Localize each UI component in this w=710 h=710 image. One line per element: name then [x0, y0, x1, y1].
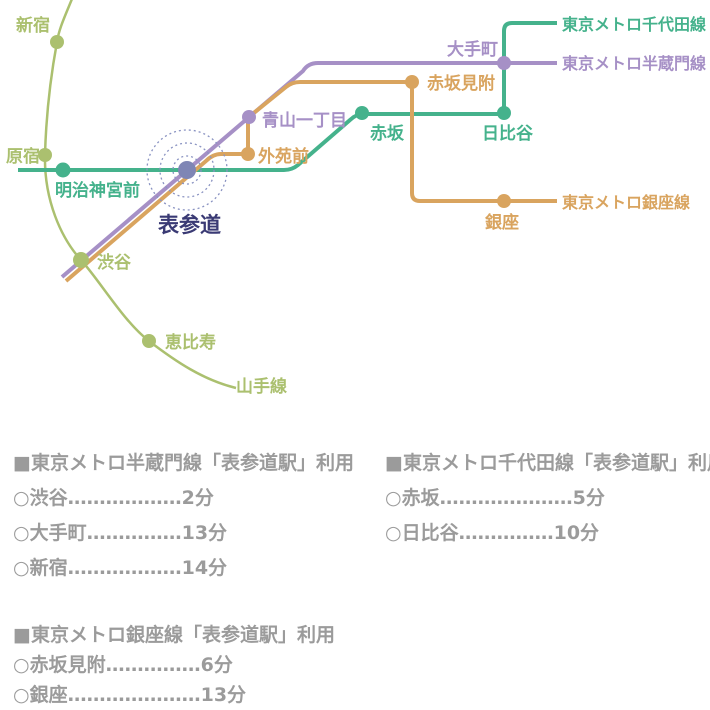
line-label-hanzomon: 東京メトロ半蔵門線 [562, 54, 706, 73]
station-label-shibuya: 渋谷 [97, 252, 132, 273]
section-title: ■東京メトロ半蔵門線「表参道駅」利用 [13, 446, 354, 481]
line-label-chiyoda: 東京メトロ千代田線 [562, 15, 706, 34]
section-ginza-times: ■東京メトロ銀座線「表参道駅」利用 ○赤坂見附……………6分 ○銀座………………… [13, 620, 335, 710]
station-label-shinjuku: 新宿 [16, 15, 50, 36]
section-chiyoda-times: ■東京メトロ千代田線「表参道駅」利用 ○赤坂…………………5分 ○日比谷…………… [385, 446, 710, 551]
section-title-text: 東京メトロ千代田線「表参道駅」利用 [402, 452, 710, 474]
circle-bullet: ○ [13, 487, 30, 509]
station-label-otemachi: 大手町 [447, 39, 498, 60]
circle-bullet: ○ [385, 487, 402, 509]
dot-leader: …………… [86, 522, 182, 544]
station-dot-omotesando [178, 161, 196, 179]
destination: 新宿 [29, 557, 68, 579]
travel-time-row: ○銀座…………………13分 [13, 680, 335, 710]
station-dot-harajuku [38, 148, 52, 162]
station-dot-shibuya [73, 252, 89, 268]
destination: 大手町 [29, 522, 87, 544]
circle-bullet: ○ [13, 654, 30, 676]
duration: 13分 [200, 684, 247, 706]
hanzomon-line [60, 61, 557, 279]
station-dot-akasaka [355, 106, 369, 120]
station-label-hibiya: 日比谷 [482, 123, 534, 144]
section-title: ■東京メトロ銀座線「表参道駅」利用 [13, 620, 335, 650]
section-title: ■東京メトロ千代田線「表参道駅」利用 [385, 446, 710, 481]
duration: 14分 [181, 557, 228, 579]
station-label-gaienmae: 外苑前 [258, 146, 309, 167]
circle-bullet: ○ [385, 522, 402, 544]
station-label-meiji-jingumae: 明治神宮前 [55, 180, 140, 201]
station-label-akasaka: 赤坂 [370, 123, 405, 144]
dot-leader: ……………… [67, 487, 182, 509]
section-title-text: 東京メトロ半蔵門線「表参道駅」利用 [30, 452, 354, 474]
station-label-ginza: 銀座 [485, 212, 519, 233]
station-label-ebisu: 恵比寿 [165, 332, 216, 353]
destination: 赤坂 [401, 487, 440, 509]
circle-bullet: ○ [13, 522, 30, 544]
duration: 5分 [572, 487, 605, 509]
dot-leader: …………… [105, 654, 201, 676]
line-label-ginza: 東京メトロ銀座線 [562, 193, 690, 212]
omotesando-ring-outer [146, 129, 228, 211]
omotesando-ring-middle [159, 142, 215, 198]
travel-time-row: ○赤坂…………………5分 [385, 481, 710, 516]
dot-leader: …………… [458, 522, 554, 544]
destination: 赤坂見附 [29, 654, 106, 676]
station-label-akasaka-mitsuke: 赤坂見附 [427, 73, 495, 94]
station-dot-ginza [497, 194, 511, 208]
duration: 13分 [181, 522, 228, 544]
destination: 渋谷 [29, 487, 68, 509]
circle-bullet: ○ [13, 684, 30, 706]
duration: 10分 [553, 522, 600, 544]
chiyoda-line [18, 21, 557, 172]
travel-time-row: ○日比谷……………10分 [385, 516, 710, 551]
line-label-yamanote: 山手線 [236, 376, 287, 397]
dot-leader: ……………… [67, 557, 182, 579]
duration: 2分 [181, 487, 214, 509]
station-dot-shinjuku [50, 35, 64, 49]
station-label-aoyama-itchome: 青山一丁目 [262, 110, 347, 131]
station-label-omotesando: 表参道 [158, 213, 221, 237]
route-map-diagram: 新宿 原宿 渋谷 恵比寿 山手線 明治神宮前 表参道 青山一丁目 外苑前 大手町… [6, 0, 706, 397]
station-label-harajuku: 原宿 [6, 146, 40, 167]
travel-time-row: ○赤坂見附……………6分 [13, 650, 335, 680]
travel-time-row: ○渋谷………………2分 [13, 481, 354, 516]
dot-leader: ………………… [439, 487, 573, 509]
station-dot-otemachi [497, 56, 511, 70]
station-dot-ebisu [142, 334, 156, 348]
station-dot-akasaka-mitsuke [405, 75, 419, 89]
station-dot-hibiya [497, 106, 511, 120]
section-title-text: 東京メトロ銀座線「表参道駅」利用 [30, 624, 335, 646]
travel-time-row: ○新宿………………14分 [13, 551, 354, 586]
square-bullet: ■ [13, 452, 31, 474]
omotesando-ring-inner [172, 155, 202, 185]
duration: 6分 [200, 654, 233, 676]
section-hanzomon-times: ■東京メトロ半蔵門線「表参道駅」利用 ○渋谷………………2分 ○大手町……………… [13, 446, 354, 586]
circle-bullet: ○ [13, 557, 30, 579]
station-dot-aoyama-itchome [242, 110, 256, 124]
destination: 銀座 [29, 684, 68, 706]
square-bullet: ■ [385, 452, 403, 474]
station-dot-meiji-jingumae [55, 162, 71, 178]
dot-leader: ………………… [67, 684, 201, 706]
station-dot-gaienmae [241, 147, 255, 161]
destination: 日比谷 [401, 522, 459, 544]
travel-time-row: ○大手町……………13分 [13, 516, 354, 551]
square-bullet: ■ [13, 624, 31, 646]
